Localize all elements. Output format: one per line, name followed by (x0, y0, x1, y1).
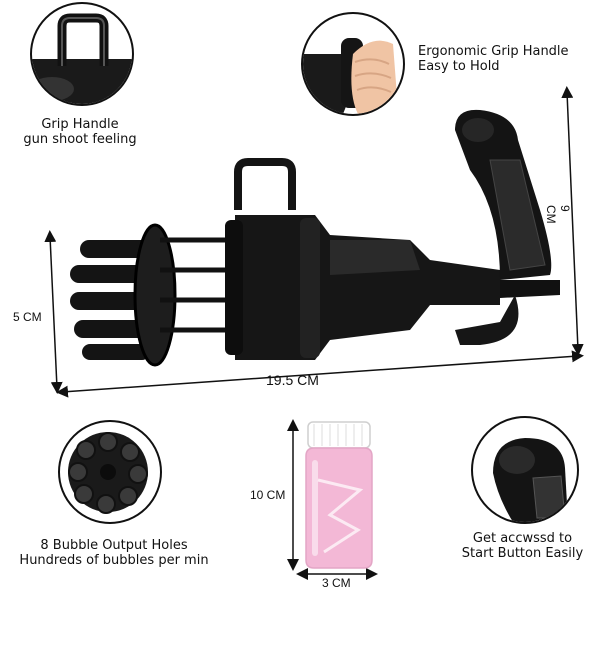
start-button-caption: Get accwssd to Start Button Easily (445, 531, 600, 561)
bottle-width-label: 3 CM (322, 576, 351, 590)
length-line (56, 350, 584, 398)
bubble-solution-bottle (305, 421, 373, 569)
bottle-cap (307, 421, 371, 449)
ergonomic-title: Ergonomic Grip Handle (418, 44, 569, 59)
grip-handle-caption: Grip Handle gun shoot feeling (0, 117, 160, 147)
output-holes-subtitle: Hundreds of bubbles per min (19, 553, 209, 568)
start-button-detail (471, 416, 579, 524)
output-holes-title: 8 Bubble Output Holes (40, 538, 188, 553)
bubble-holes-closeup (68, 432, 148, 514)
gun-height-label: 5 CM (13, 310, 42, 324)
start-button-subtitle: Start Button Easily (461, 546, 584, 561)
height-5cm-line (44, 230, 63, 394)
carry-handle (234, 158, 296, 210)
grip-handle-subtitle: gun shoot feeling (23, 132, 137, 147)
grip-height-line (561, 86, 584, 356)
output-holes-detail (58, 420, 162, 524)
ergonomic-caption: Ergonomic Grip Handle Easy to Hold (418, 44, 588, 74)
gun-length-label: 19.5 CM (266, 372, 319, 388)
ergonomic-subtitle: Easy to Hold (418, 59, 500, 74)
bottle-height-label: 10 CM (250, 488, 286, 502)
ergonomic-grip-detail (301, 12, 405, 116)
output-holes-caption: 8 Bubble Output Holes Hundreds of bubble… (0, 538, 228, 568)
grip-handle-title: Grip Handle (41, 117, 119, 132)
trigger-closeup (493, 438, 568, 522)
start-button-title: Get accwssd to (472, 531, 573, 546)
grip-height-label: 9 CM (544, 205, 572, 224)
hand-holding-grip-closeup (303, 38, 398, 114)
